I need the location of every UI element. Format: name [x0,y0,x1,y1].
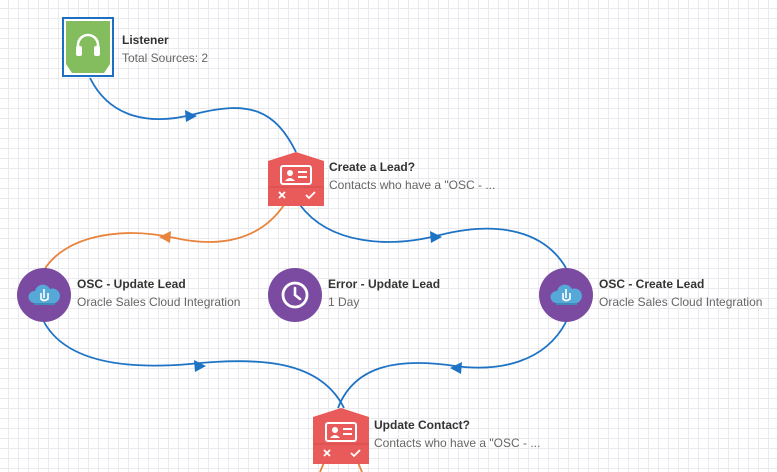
connector-create-lead-to-osc-create[interactable] [299,204,567,269]
node-title: Listener [122,33,169,47]
update-contact-decision-node[interactable]: Update Contact? Contacts who have a "OSC… [313,408,553,464]
listener-shape [66,21,110,73]
arrow-create-lead-to-osc-update [159,231,171,243]
create-lead-decision-node[interactable]: Create a Lead? Contacts who have a "OSC … [268,152,528,206]
listener-label: Listener Total Sources: 2 [122,33,208,66]
arrow-osc-create-to-update-contact [450,362,462,374]
contact-card-icon [325,422,357,442]
clock-icon [281,281,309,309]
cloud-hand-icon [28,284,60,305]
osc-update-lead-label: OSC - Update Lead Oracle Sales Cloud Int… [77,277,240,310]
node-title: OSC - Update Lead [77,277,186,291]
accept-check-icon[interactable] [350,448,361,458]
reject-x-icon[interactable] [322,448,332,458]
decision-shape [313,408,369,464]
node-subtitle: Total Sources: 2 [122,51,209,65]
node-title: Update Contact? [374,418,470,432]
arrow-create-lead-to-osc-create [430,231,442,243]
node-title: OSC - Create Lead [599,277,705,291]
create-lead-label: Create a Lead? Contacts who have a "OSC … [329,160,495,193]
error-update-lead-label: Error - Update Lead 1 Day [328,277,440,310]
node-title: Error - Update Lead [328,277,441,291]
error-update-lead-node[interactable]: Error - Update Lead 1 Day [268,268,468,322]
connector-osc-create-to-update-contact[interactable] [337,321,567,409]
arrow-listener-to-create-lead [185,110,197,122]
node-subtitle: Contacts who have a "OSC - ... [329,178,496,192]
contact-card-icon [280,165,312,185]
accept-check-icon[interactable] [305,190,316,200]
osc-update-lead-node[interactable]: OSC - Update Lead Oracle Sales Cloud Int… [17,268,257,322]
node-subtitle: Contacts who have a "OSC - ... [374,436,541,450]
osc-create-lead-label: OSC - Create Lead Oracle Sales Cloud Int… [599,277,762,310]
headphones-icon [76,33,100,56]
node-title: Create a Lead? [329,160,416,174]
osc-create-lead-node[interactable]: OSC - Create Lead Oracle Sales Cloud Int… [539,268,775,322]
listener-node[interactable]: Listener Total Sources: 2 [62,17,222,79]
reject-x-icon[interactable] [277,190,287,200]
node-subtitle: 1 Day [328,295,360,309]
cloud-hand-icon [550,284,582,305]
update-contact-label: Update Contact? Contacts who have a "OSC… [374,418,540,451]
arrow-osc-update-to-update-contact [194,360,206,372]
node-subtitle: Oracle Sales Cloud Integration [77,295,241,309]
node-subtitle: Oracle Sales Cloud Integration [599,295,763,309]
connector-create-lead-to-osc-update[interactable] [43,204,285,271]
connector-listener-to-create-lead[interactable] [89,77,297,153]
connector-osc-update-to-update-contact[interactable] [43,321,345,409]
